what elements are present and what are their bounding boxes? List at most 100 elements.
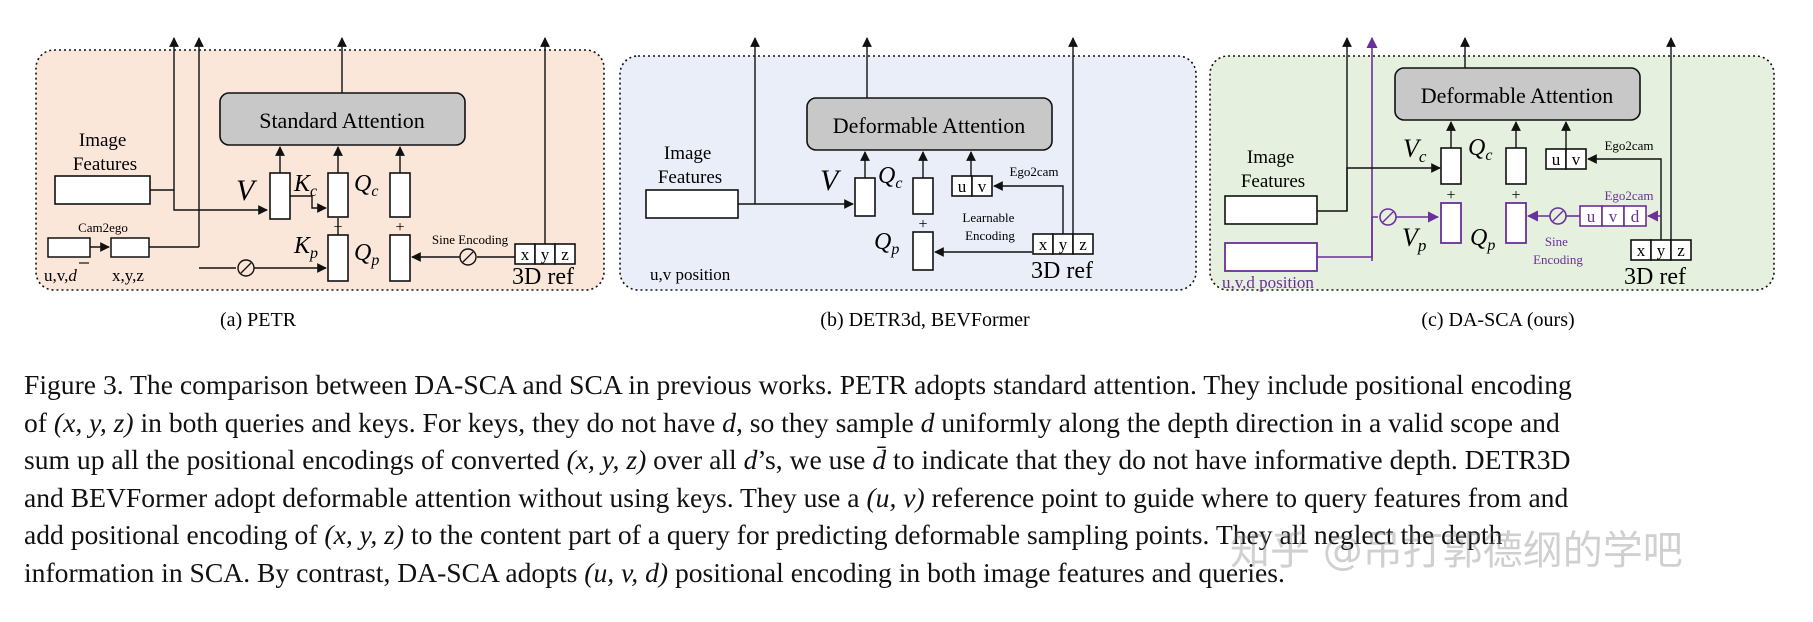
svg-text:v: v (978, 177, 987, 196)
svg-text:v: v (1572, 150, 1581, 169)
v-to-kc (290, 195, 327, 213)
panel-b-detr3d: Deformable Attention Image Features V Qc… (619, 37, 1197, 331)
kc-box (327, 172, 349, 218)
v-label-b: V (820, 164, 842, 197)
kc-label: Kc (293, 171, 317, 200)
plus-qc-a: + (395, 219, 404, 236)
vp-label: Vp (1402, 223, 1426, 255)
uvd-position-label: u,v,d position (1222, 273, 1314, 292)
qp-box-a (389, 234, 411, 282)
sine-slash-c1 (1382, 211, 1394, 223)
sine-slash-a1 (240, 262, 252, 274)
learnable-encoding-label: Learnable Encoding (962, 210, 1017, 243)
ref-to-uv-b (993, 181, 1064, 243)
image-features-label-c: Image Features (1241, 147, 1305, 192)
svg-text:u: u (1552, 150, 1561, 169)
qc-label-a: Qc (354, 171, 378, 200)
sine-slash-c2 (1552, 210, 1564, 222)
if-to-vc (1317, 163, 1441, 212)
svg-text:u: u (1587, 207, 1596, 226)
caption-c: (c) DA-SCA (ours) (1421, 309, 1574, 331)
qc-label-c: Qc (1468, 135, 1492, 164)
qc-box-c (1505, 147, 1527, 185)
image-features-label-b: Image Features (658, 143, 722, 188)
caption-line-2: of (x, y, z) in both queries and keys. F… (24, 406, 1560, 438)
svg-text:u: u (958, 177, 967, 196)
caption-b: (b) DETR3d, BEVFormer (820, 309, 1030, 331)
kp-label: Kp (293, 233, 318, 262)
deformable-attention-box-c (1394, 67, 1641, 121)
ego2cam-purple-label: Ego2cam (1604, 188, 1653, 203)
uvd-to-vp (1317, 216, 1378, 258)
ref-label-c: 3D ref (1624, 264, 1686, 290)
xyz-ref-b: x y z (1032, 233, 1094, 255)
caption-line-4: and BEVFormer adopt deformable attention… (24, 481, 1569, 513)
svg-text:z: z (1677, 241, 1685, 260)
sine-encoding-label-a: Sine Encoding (432, 232, 509, 247)
caption-line-5: add positional encoding of (x, y, z) to … (24, 519, 1503, 550)
caption-a: (a) PETR (220, 309, 297, 331)
v-box-a (269, 172, 291, 220)
svg-text:y: y (1657, 241, 1666, 260)
uvd-label-a: u,v,d (44, 266, 77, 285)
qp-label-b: Qp (874, 229, 899, 258)
image-features-label-a: Image Features (73, 130, 137, 175)
ref-label-b: 3D ref (1031, 258, 1093, 284)
caption-line-1: Figure 3. The comparison between DA-SCA … (24, 369, 1572, 400)
svg-text:v: v (1609, 207, 1618, 226)
xyz-ref-c: x y z (1630, 239, 1692, 261)
sine-slash-a2 (462, 251, 474, 263)
uvd-box-a (47, 237, 91, 258)
ego2cam-label-c: Ego2cam (1604, 138, 1653, 153)
standard-attention-label: Standard Attention (259, 108, 425, 133)
qp-label-c: Qp (1470, 225, 1495, 254)
ref-label-a: 3D ref (512, 264, 574, 290)
qp-label-a: Qp (354, 240, 379, 269)
vc-label: Vc (1403, 134, 1427, 166)
deformable-attention-label-b: Deformable Attention (833, 113, 1025, 138)
figure-3-diagram: Standard Attention Image Features Cam2eg… (35, 36, 1775, 331)
svg-text:y: y (1059, 235, 1068, 254)
image-features-box-b (645, 189, 739, 219)
qp-box-c (1505, 202, 1527, 244)
svg-text:x: x (1039, 235, 1048, 254)
qc-label-b: Qc (878, 163, 902, 192)
kp-box (327, 234, 349, 282)
plus-c1: + (1446, 187, 1455, 204)
xyz-label-a: x,y,z (112, 266, 144, 285)
panel-a-petr: Standard Attention Image Features Cam2eg… (35, 37, 605, 331)
ego2cam-label-b: Ego2cam (1009, 164, 1058, 179)
svg-text:x: x (1637, 241, 1646, 260)
xyz-box-a (110, 237, 150, 258)
xyz-ref-a: x y z (514, 243, 576, 265)
uv-box-b: u v (951, 175, 993, 197)
plus-b: + (918, 216, 927, 233)
uv-position-label: u,v position (650, 265, 731, 284)
caption-line-6: information in SCA. By contrast, DA-SCA … (24, 556, 1285, 588)
svg-text:x: x (521, 245, 530, 264)
svg-text:z: z (1079, 235, 1087, 254)
ref-to-uv-c (1587, 154, 1662, 240)
qc-box-b (912, 177, 934, 215)
image-features-box-c (1224, 195, 1318, 225)
qp-box-b (912, 231, 934, 271)
panel-c-dasca: Deformable Attention Image Features u,v,… (1209, 36, 1775, 331)
uvd-box-c: u v d (1579, 205, 1647, 227)
qc-box-a (389, 172, 411, 218)
vc-box (1440, 147, 1462, 185)
uv-box-c: u v (1545, 148, 1587, 170)
image-features-box-a (54, 175, 151, 205)
uvd-position-box (1224, 242, 1318, 272)
svg-text:d: d (1631, 207, 1640, 226)
if-to-v (150, 189, 268, 215)
figure-caption: Figure 3. The comparison between DA-SCA … (24, 366, 1804, 591)
deformable-attention-box-b (806, 97, 1053, 151)
svg-text:y: y (541, 245, 550, 264)
sine-encoding-label-c: Sine Encoding (1533, 234, 1583, 267)
deformable-attention-label-c: Deformable Attention (1421, 83, 1613, 108)
v-box-b (854, 177, 876, 217)
cam2ego-label: Cam2ego (78, 220, 128, 235)
v-label-a: V (236, 174, 258, 207)
svg-text:z: z (561, 245, 569, 264)
